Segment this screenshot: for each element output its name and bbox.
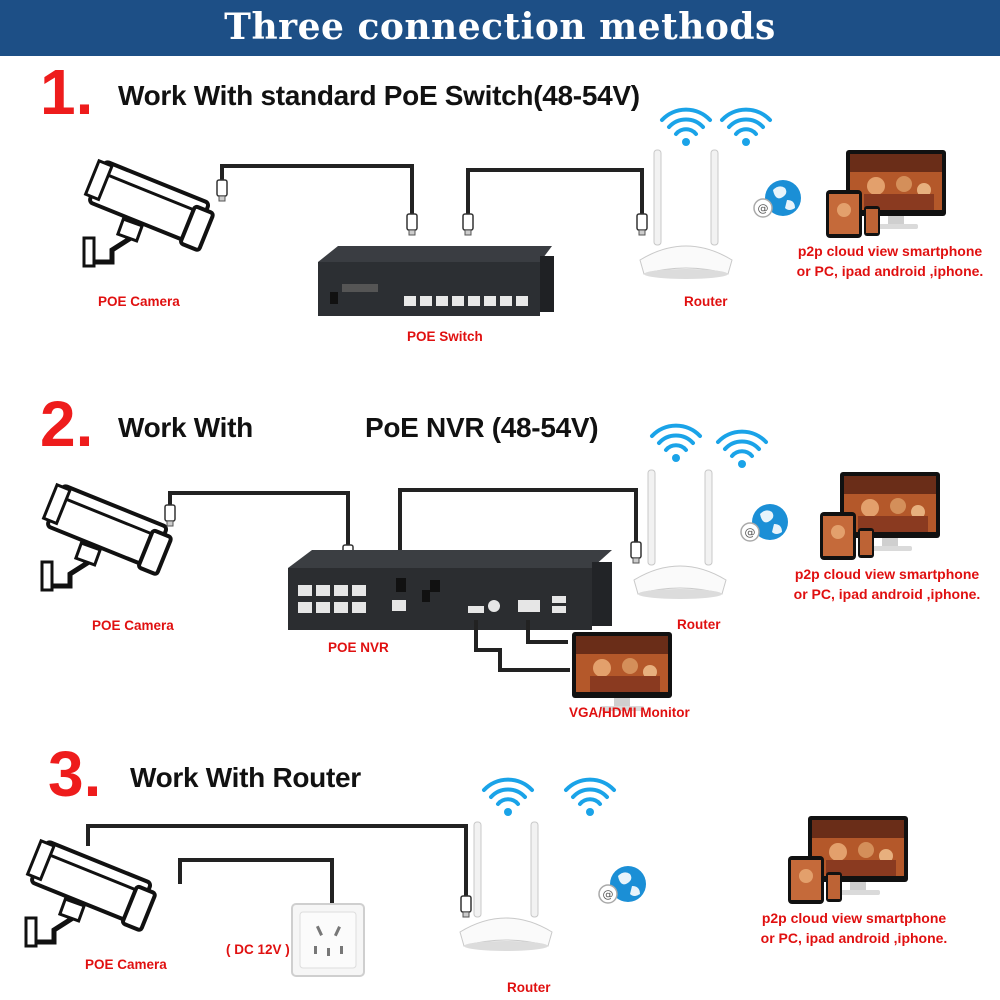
clients-devices-icon bbox=[820, 472, 940, 560]
section-3-number: 3. bbox=[48, 738, 102, 810]
section-1-camera-label: POE Camera bbox=[98, 294, 180, 309]
section-2-router-label: Router bbox=[677, 617, 721, 632]
power-outlet-icon bbox=[291, 903, 365, 977]
section-3-title: Work With Router bbox=[130, 762, 361, 793]
clients-devices-icon bbox=[788, 816, 908, 904]
wifi-icon bbox=[720, 107, 772, 148]
wifi-icon bbox=[564, 777, 616, 818]
cloud-globe-icon bbox=[753, 179, 802, 218]
nvr-icon bbox=[288, 550, 612, 630]
page-title: Three connection methods bbox=[224, 6, 776, 48]
section-2-monitor-label: VGA/HDMI Monitor bbox=[569, 705, 690, 720]
rj45-plug-icon bbox=[406, 213, 418, 236]
rj45-plug-icon bbox=[164, 504, 176, 527]
section-2-nvr-label: POE NVR bbox=[328, 640, 389, 655]
rj45-plug-icon bbox=[636, 213, 648, 236]
section-2-number: 2. bbox=[40, 388, 94, 460]
section-2-diagram bbox=[40, 423, 940, 711]
section-3-clients-label: p2p cloud view smartphone or PC, ipad an… bbox=[760, 910, 948, 946]
wifi-icon bbox=[660, 107, 712, 148]
section-1-clients-label: p2p cloud view smartphone or PC, ipad an… bbox=[796, 243, 984, 279]
wifi-icon bbox=[482, 777, 534, 818]
wifi-icon bbox=[716, 429, 768, 470]
monitor-icon bbox=[572, 632, 672, 711]
section-2-title-left: Work With bbox=[118, 412, 253, 443]
router-icon bbox=[633, 469, 727, 600]
section-1-switch-label: POE Switch bbox=[407, 329, 483, 344]
camera-icon bbox=[40, 483, 175, 590]
section-3-camera-label: POE Camera bbox=[85, 957, 167, 972]
section-2-camera-label: POE Camera bbox=[92, 618, 174, 633]
section-2-title-right: PoE NVR (48-54V) bbox=[365, 412, 599, 443]
cloud-globe-icon bbox=[740, 503, 789, 542]
section-3-diagram bbox=[24, 777, 908, 977]
camera-icon bbox=[24, 839, 159, 946]
section-1-diagram bbox=[82, 107, 946, 316]
poe-switch-icon bbox=[318, 246, 554, 316]
section-1-title: Work With standard PoE Switch(48-54V) bbox=[118, 80, 640, 111]
section-1-router-label: Router bbox=[684, 294, 728, 309]
section-3-power-label: ( DC 12V ) bbox=[226, 942, 290, 957]
section-3-router-label: Router bbox=[507, 980, 551, 995]
rj45-plug-icon bbox=[630, 541, 642, 564]
clients-devices-icon bbox=[826, 150, 946, 238]
cloud-globe-icon bbox=[598, 865, 647, 904]
section-2-clients-label: p2p cloud view smartphone or PC, ipad an… bbox=[793, 566, 981, 602]
router-icon bbox=[639, 149, 733, 280]
rj45-plug-icon bbox=[460, 895, 472, 918]
wifi-icon bbox=[650, 423, 702, 464]
rj45-plug-icon bbox=[462, 213, 474, 236]
router-icon bbox=[459, 821, 553, 952]
rj45-plug-icon bbox=[216, 179, 228, 202]
camera-icon bbox=[82, 159, 217, 266]
section-1-number: 1. bbox=[40, 56, 94, 128]
header-banner bbox=[0, 0, 1000, 56]
